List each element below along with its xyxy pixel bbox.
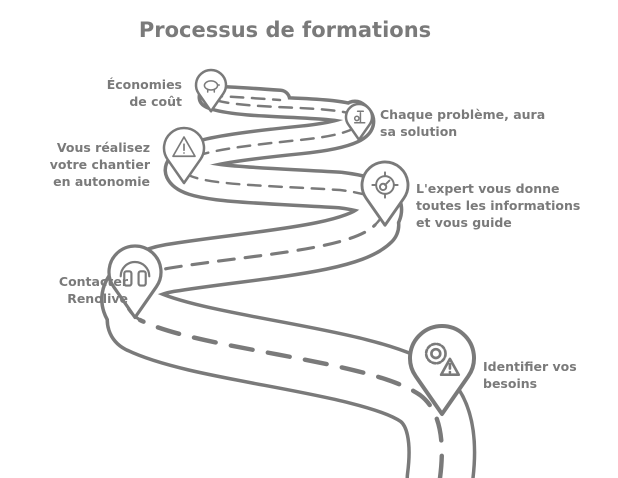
map-pin-icon [344, 102, 374, 141]
label-line: en autonomie [53, 174, 150, 189]
pin-worker [344, 102, 374, 141]
pin-warning [162, 126, 206, 185]
gear-warning-icon [424, 342, 461, 377]
label-line: L'expert vous donne [416, 181, 560, 196]
label-line: Contacter [58, 274, 128, 289]
label-expert: L'expert vous donne toutes les informati… [416, 180, 580, 231]
pin-headset [107, 244, 163, 320]
label-line: sa solution [380, 124, 458, 139]
label-line: et vous guide [416, 215, 512, 230]
map-pin-icon [408, 324, 476, 416]
diagram-title: Processus de formations [138, 18, 432, 42]
label-line: besoins [483, 376, 538, 391]
label-realisez: Vous réalisez votre chantier en autonomi… [50, 139, 150, 190]
label-economies: Économies de coût [107, 76, 182, 110]
road-surface [109, 289, 473, 478]
map-pin-icon [107, 244, 163, 320]
label-line: Chaque problème, aura [380, 107, 546, 122]
label-line: Économies [106, 77, 182, 92]
label-probleme: Chaque problème, aura sa solution [380, 106, 545, 140]
label-line: toutes les informations [416, 198, 581, 213]
piggy-bank-icon [203, 80, 220, 93]
headset-icon [119, 260, 151, 287]
warning-icon [172, 136, 196, 158]
label-line: Identifier vos [483, 359, 577, 374]
label-identifier: Identifier vos besoins [483, 358, 577, 392]
label-contacter: Contacter Renolive [59, 273, 128, 307]
worker-icon [353, 110, 366, 124]
road-centerline [137, 317, 444, 478]
label-line: Renolive [67, 291, 128, 306]
pin-target [360, 160, 410, 227]
label-line: de coût [129, 94, 182, 109]
target-icon [371, 171, 399, 199]
pin-gear-warning [408, 324, 476, 416]
label-line: Vous réalisez [56, 140, 150, 155]
pin-piggy-bank [194, 68, 228, 113]
label-line: votre chantier [49, 157, 150, 172]
